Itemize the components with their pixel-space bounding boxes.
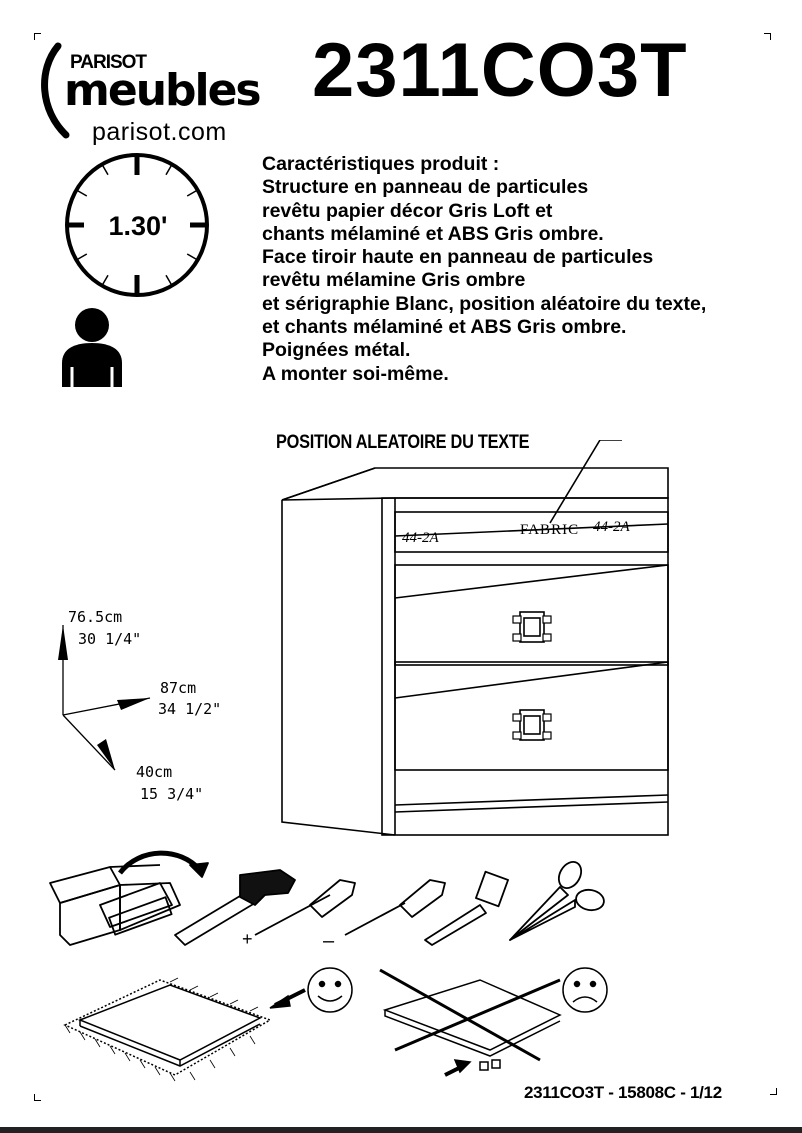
smiley-happy-icon xyxy=(307,967,353,1013)
characteristics-line: Structure en panneau de particules xyxy=(262,176,589,199)
characteristics-line: revêtu papier décor Gris Loft et xyxy=(262,199,553,222)
characteristics-line: Face tiroir haute en panneau de particul… xyxy=(262,246,654,269)
product-characteristics: Caractéristiques produit : Structure en … xyxy=(262,153,706,386)
height-in: 30 1/4" xyxy=(78,630,142,648)
person-icon xyxy=(62,308,122,387)
drawer-print-center: FABRIC xyxy=(520,522,579,538)
depth-in: 15 3/4" xyxy=(140,785,204,803)
brand-name-top: PARISOT xyxy=(70,52,147,73)
logo-swoosh xyxy=(41,42,70,139)
crop-mark-top-left xyxy=(34,33,41,40)
toolbox-icon xyxy=(49,864,181,946)
characteristics-line: A monter soi-même. xyxy=(262,362,449,385)
assembly-time: 1.30' xyxy=(109,211,168,241)
hammer-icon xyxy=(174,869,296,946)
scissors-icon xyxy=(509,860,605,941)
screwdriver-plus-icon xyxy=(254,879,356,936)
product-code: 2311CO3T xyxy=(312,28,688,113)
rug-board-correct xyxy=(63,979,306,1076)
depth-cm: 40cm xyxy=(136,763,173,781)
characteristics-line: revêtu mélamine Gris ombre xyxy=(262,269,526,292)
brand-url: parisot.com xyxy=(92,118,227,146)
screwdriver-minus-icon xyxy=(344,879,446,936)
crop-mark-top-right xyxy=(764,33,771,40)
characteristics-line: Poignées métal. xyxy=(262,339,411,362)
tools-row: + – xyxy=(49,850,605,952)
clock-icon: 1.30' xyxy=(65,153,209,297)
smiley-sad-icon xyxy=(562,967,608,1013)
height-cm: 76.5cm xyxy=(68,608,123,626)
plus-sign: + xyxy=(242,929,253,949)
minus-sign: – xyxy=(323,930,335,952)
characteristics-line: Caractéristiques produit : xyxy=(262,153,500,175)
drawer-print-right: 44-2A xyxy=(593,519,630,535)
floor-protection-illustration xyxy=(63,967,608,1082)
bottom-rule xyxy=(0,1127,802,1133)
characteristics-line: et chants mélaminé et ABS Gris ombre. xyxy=(262,316,627,339)
position-label: POSITION ALEATOIRE DU TEXTE xyxy=(276,432,530,453)
tape-measure-icon xyxy=(424,870,509,946)
characteristics-line: et sérigraphie Blanc, position aléatoire… xyxy=(262,292,707,315)
brand-name-main: meubles xyxy=(64,65,262,116)
dresser-illustration: 44-2A FABRIC 44-2A xyxy=(281,440,669,836)
bare-floor-incorrect xyxy=(379,968,562,1077)
footer-reference: 2311CO3T - 15808C - 1/12 xyxy=(524,1083,722,1102)
width-in: 34 1/2" xyxy=(158,700,222,718)
crop-mark-bottom-left xyxy=(34,1094,41,1101)
dimension-axes xyxy=(58,625,151,771)
characteristics-line: chants mélaminé et ABS Gris ombre. xyxy=(262,222,604,245)
width-cm: 87cm xyxy=(160,679,197,697)
drawer-print-left: 44-2A xyxy=(402,530,439,546)
crop-mark-bottom-right xyxy=(770,1088,777,1095)
